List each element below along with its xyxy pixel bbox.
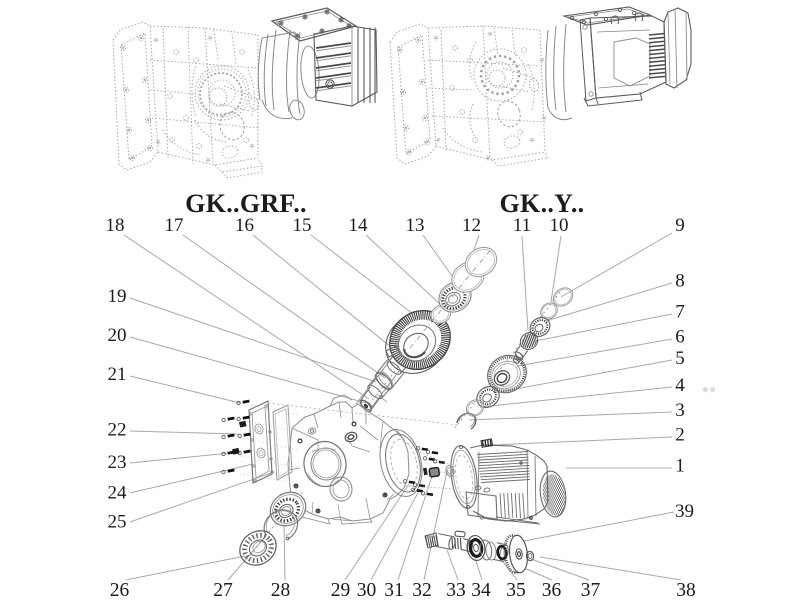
svg-text:4: 4	[675, 375, 685, 396]
svg-text:32: 32	[412, 580, 432, 600]
svg-text:15: 15	[293, 215, 312, 236]
svg-text:17: 17	[165, 215, 184, 236]
svg-text:2: 2	[675, 425, 685, 446]
svg-text:12: 12	[462, 215, 481, 236]
svg-text:9: 9	[675, 215, 685, 236]
svg-text:36: 36	[542, 580, 562, 600]
svg-text:37: 37	[581, 580, 601, 600]
svg-text:33: 33	[446, 580, 466, 600]
svg-text:20: 20	[108, 325, 127, 346]
svg-text:34: 34	[471, 580, 491, 600]
svg-text:●●: ●●	[702, 382, 717, 396]
svg-text:11: 11	[513, 215, 531, 236]
svg-text:29: 29	[331, 580, 351, 600]
svg-text:30: 30	[357, 580, 377, 600]
svg-text:1: 1	[675, 456, 685, 477]
svg-text:27: 27	[213, 580, 233, 600]
svg-text:6: 6	[675, 327, 685, 348]
svg-text:19: 19	[108, 286, 127, 307]
svg-text:39: 39	[675, 501, 694, 522]
svg-text:25: 25	[108, 512, 127, 533]
svg-text:7: 7	[675, 302, 685, 323]
svg-text:8: 8	[675, 271, 685, 292]
svg-text:GK..Y..: GK..Y..	[500, 189, 585, 218]
svg-text:31: 31	[384, 580, 404, 600]
svg-text:24: 24	[108, 483, 128, 504]
svg-text:14: 14	[349, 215, 369, 236]
svg-text:GK..GRF..: GK..GRF..	[185, 189, 307, 218]
svg-text:16: 16	[235, 215, 254, 236]
svg-text:21: 21	[108, 364, 127, 385]
svg-text:5: 5	[675, 348, 685, 369]
svg-text:3: 3	[675, 400, 685, 421]
svg-text:13: 13	[406, 215, 425, 236]
svg-text:26: 26	[110, 580, 130, 600]
svg-text:22: 22	[108, 420, 127, 441]
svg-text:35: 35	[506, 580, 526, 600]
svg-text:28: 28	[271, 580, 291, 600]
svg-text:10: 10	[550, 215, 569, 236]
svg-text:23: 23	[108, 452, 127, 473]
svg-text:38: 38	[676, 580, 696, 600]
svg-text:18: 18	[106, 215, 125, 236]
